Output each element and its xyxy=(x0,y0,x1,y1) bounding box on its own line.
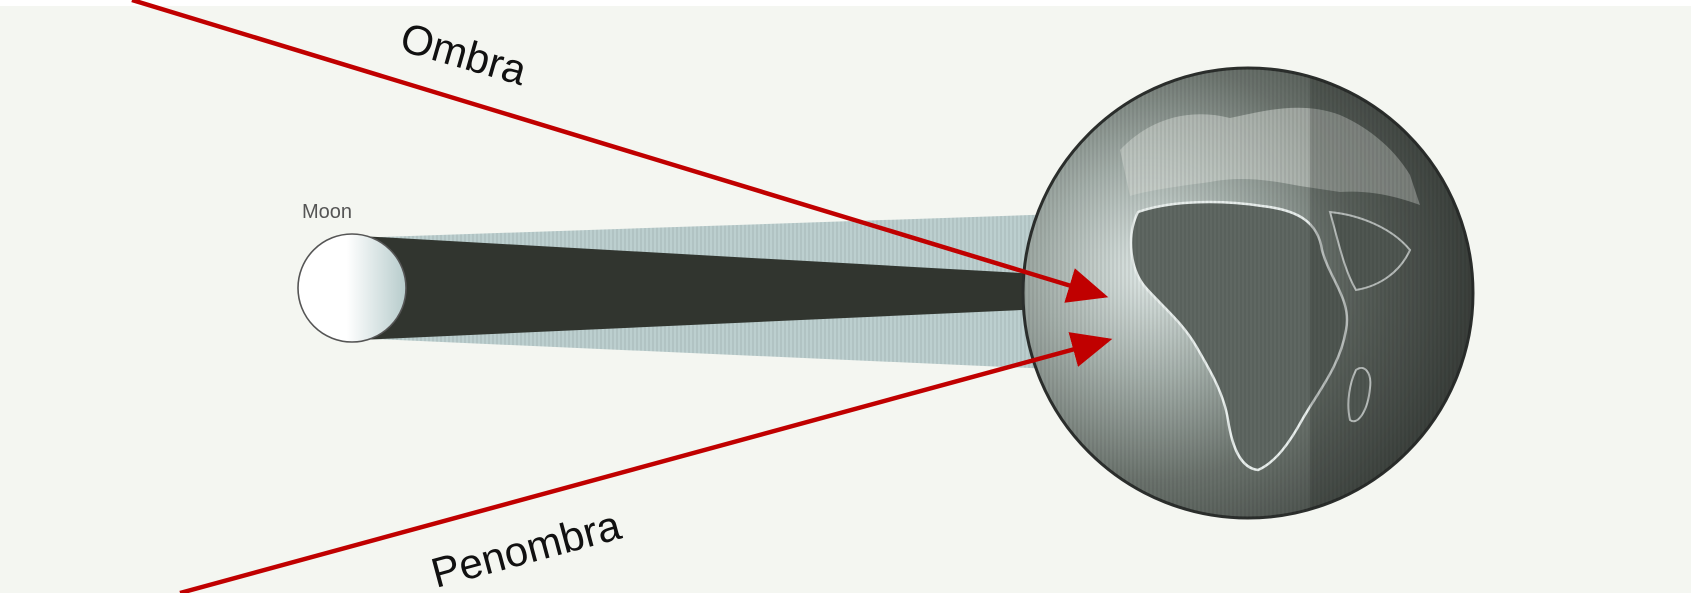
moon-label: Moon xyxy=(302,201,352,223)
moon xyxy=(298,234,406,342)
white-margin xyxy=(0,0,1691,6)
